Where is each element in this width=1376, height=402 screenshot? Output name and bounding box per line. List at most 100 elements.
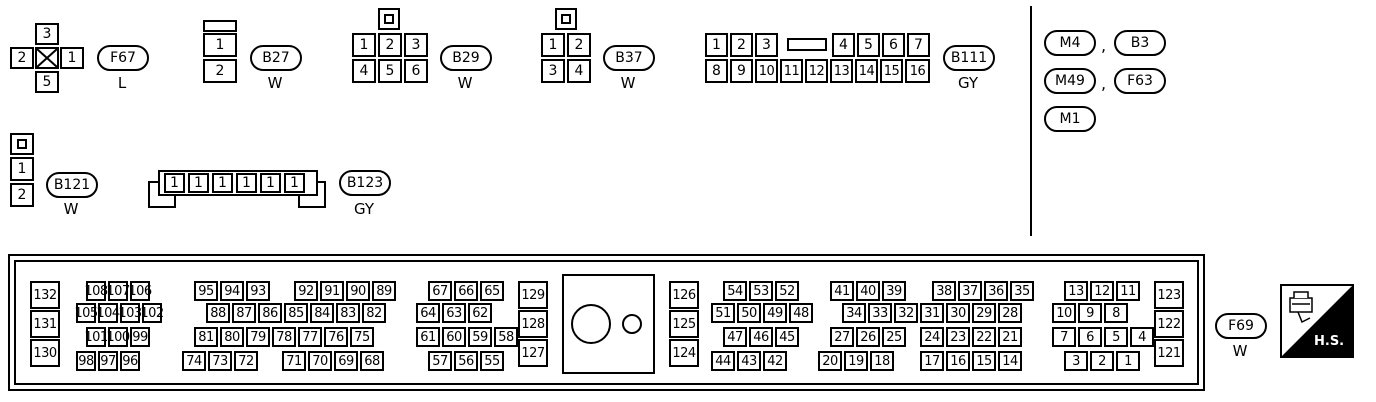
ecm-pin-cell: 49	[763, 303, 787, 323]
ecm-pin-cell: 127	[518, 339, 548, 367]
pin-cell: 2	[10, 183, 34, 207]
pin-cell: 3	[541, 59, 565, 83]
ecm-pin-cell: 124	[669, 339, 699, 367]
pin-cell: 1	[541, 33, 565, 57]
ecm-pin-cell: 89	[372, 281, 396, 301]
pin-cell: 2	[10, 47, 34, 69]
ecm-pin-cell: 37	[958, 281, 982, 301]
ecm-pin-cell: 79	[246, 327, 270, 347]
ecm-pin-cell: 27	[830, 327, 854, 347]
ecm-pin-cell: 88	[206, 303, 230, 323]
note-connector-id: F63	[1114, 68, 1166, 94]
ecm-pin-cell: 71	[282, 351, 306, 371]
ecm-pin-cell: 12	[1090, 281, 1114, 301]
ecm-pin-cell: 9	[1078, 303, 1102, 323]
pin-cell: 4	[832, 33, 855, 57]
ecm-pin-cell: 39	[882, 281, 906, 301]
ecm-pin-cell: 92	[294, 281, 318, 301]
note-connector-id: M1	[1044, 106, 1096, 132]
ecm-pin-cell: 34	[842, 303, 866, 323]
connector-tab	[378, 8, 400, 30]
wire-color: GY	[353, 200, 375, 218]
wire-color: W	[267, 74, 283, 92]
ecm-pin-cell: 105	[74, 303, 98, 323]
ecm-pin-cell: 21	[998, 327, 1022, 347]
wire-color: W	[457, 74, 473, 92]
ecm-pin-cell: 106	[128, 281, 152, 301]
ecm-pin-cell: 80	[220, 327, 244, 347]
ecm-outer-frame	[8, 254, 1205, 391]
ecm-pin-cell: 53	[749, 281, 773, 301]
ecm-pin-cell: 67	[428, 281, 452, 301]
ecm-pin-cell: 131	[30, 310, 60, 338]
pin-cell: 2	[567, 33, 591, 57]
ecm-pin-cell: 14	[998, 351, 1022, 371]
ecm-pin-cell: 38	[932, 281, 956, 301]
cross-mark-icon	[37, 49, 57, 67]
ecm-pin-cell: 16	[946, 351, 970, 371]
ecm-pin-cell: 32	[894, 303, 918, 323]
ecm-pin-cell: 40	[856, 281, 880, 301]
wire-color: W	[63, 200, 79, 218]
ecm-pin-cell: 87	[232, 303, 256, 323]
ecm-pin-cell: 31	[920, 303, 944, 323]
pin-cell: 4	[567, 59, 591, 83]
ecm-pin-cell: 36	[984, 281, 1008, 301]
ecm-pin-cell: 107	[106, 281, 130, 301]
ecm-pin-cell: 45	[775, 327, 799, 347]
connector-tab	[10, 133, 34, 155]
ecm-pin-cell: 35	[1010, 281, 1034, 301]
pin-cell: 2	[378, 33, 402, 57]
pin-cell: 2	[203, 59, 237, 83]
ecm-pin-cell: 75	[350, 327, 374, 347]
ecm-pin-cell: 1	[1116, 351, 1140, 371]
pin-cell: 8	[705, 59, 728, 83]
pin-cell: 10	[755, 59, 778, 83]
ecm-pin-cell: 64	[416, 303, 440, 323]
ecm-pin-cell: 82	[362, 303, 386, 323]
ecm-pin-cell: 103	[118, 303, 142, 323]
ecm-pin-cell: 58	[494, 327, 518, 347]
ecm-pin-cell: 94	[220, 281, 244, 301]
pin-cell: 6	[882, 33, 905, 57]
ecm-pin-cell: 68	[360, 351, 384, 371]
ecm-pin-cell: 122	[1154, 310, 1184, 338]
ecm-pin-cell: 90	[346, 281, 370, 301]
ecm-pin-cell: 97	[98, 351, 118, 371]
connector-slot	[787, 38, 827, 51]
ecm-pin-cell: 63	[442, 303, 466, 323]
ecm-pin-cell: 102	[140, 303, 164, 323]
ecm-pin-cell: 91	[320, 281, 344, 301]
ecm-pin-cell: 66	[454, 281, 478, 301]
ecm-pin-cell: 28	[998, 303, 1022, 323]
ecm-center-block	[562, 274, 655, 374]
note-connector-id: M4	[1044, 30, 1096, 56]
ecm-pin-cell: 5	[1104, 327, 1128, 347]
ecm-pin-cell: 108	[84, 281, 108, 301]
ecm-pin-cell: 96	[120, 351, 140, 371]
cross-cell	[35, 47, 59, 69]
pin-cell: 7	[907, 33, 930, 57]
pin-cell: 1	[212, 173, 233, 193]
ecm-small-circle	[622, 314, 642, 334]
ecm-pin-cell: 42	[763, 351, 787, 371]
ecm-pin-cell: 8	[1104, 303, 1128, 323]
harness-side-symbol: H.S.	[1280, 284, 1354, 358]
ecm-pin-cell: 100	[106, 327, 130, 347]
ecm-pin-cell: 13	[1064, 281, 1088, 301]
pin-cell: 13	[830, 59, 853, 83]
ecm-pin-cell: 20	[818, 351, 842, 371]
pin-cell: 9	[730, 59, 753, 83]
connector-id: F69	[1215, 313, 1267, 339]
ecm-pin-cell: 62	[468, 303, 492, 323]
ecm-pin-cell: 57	[428, 351, 452, 371]
hs-label: H.S.	[1314, 334, 1345, 349]
ecm-pin-cell: 4	[1130, 327, 1154, 347]
ecm-pin-cell: 86	[258, 303, 282, 323]
ecm-pin-cell: 77	[298, 327, 322, 347]
ecm-pin-cell: 70	[308, 351, 332, 371]
pin-cell: 15	[880, 59, 903, 83]
ecm-pin-cell: 44	[711, 351, 735, 371]
pin-cell: 14	[855, 59, 878, 83]
ecm-pin-cell: 50	[737, 303, 761, 323]
